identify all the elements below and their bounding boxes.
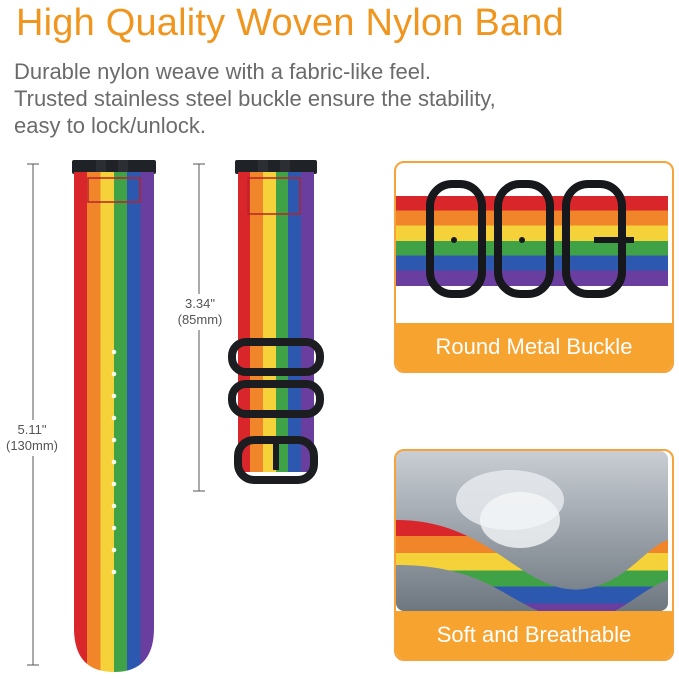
dimension-line-short — [170, 163, 230, 492]
description-line-3: easy to lock/unlock. — [14, 113, 206, 138]
description-line-1: Durable nylon weave with a fabric-like f… — [14, 59, 431, 84]
soft-band-closeup — [396, 451, 668, 611]
dimension-long-mm: (130mm) — [5, 438, 58, 453]
page-title: High Quality Woven Nylon Band — [16, 2, 564, 44]
buckle-panel: Round Metal Buckle — [394, 161, 674, 373]
dimension-long-inches: 5.11" — [17, 422, 47, 437]
long-strap — [72, 160, 156, 672]
short-strap — [228, 160, 324, 484]
buckle-closeup — [396, 163, 668, 323]
dimension-short-mm: (85mm) — [177, 312, 223, 327]
soft-panel-label: Soft and Breathable — [396, 611, 672, 659]
soft-panel: Soft and Breathable — [394, 449, 674, 661]
description: Durable nylon weave with a fabric-like f… — [14, 58, 496, 139]
dimension-short-inches: 3.34" — [185, 296, 215, 311]
buckle-panel-label: Round Metal Buckle — [396, 323, 672, 371]
dimension-line-long — [2, 163, 64, 666]
description-line-2: Trusted stainless steel buckle ensure th… — [14, 86, 496, 111]
dimension-long-label: 5.11" (130mm) — [0, 422, 64, 454]
dimension-short-label: 3.34" (85mm) — [170, 296, 230, 328]
